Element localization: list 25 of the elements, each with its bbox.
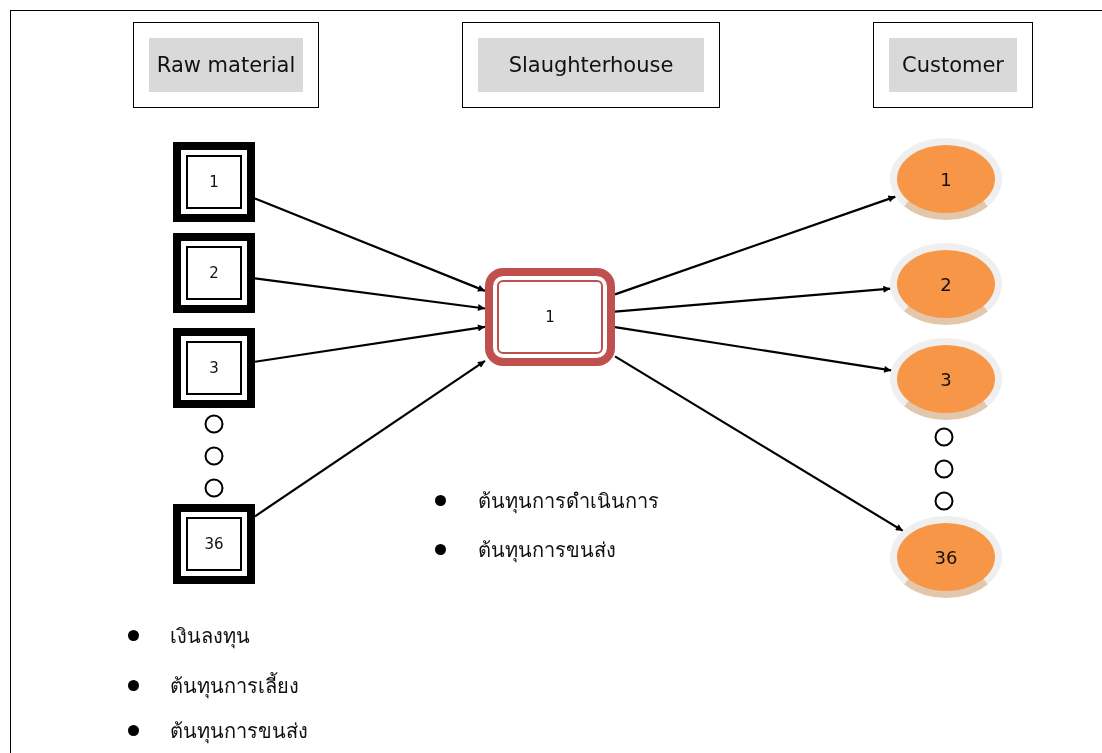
farm-box: 1 [173, 142, 255, 222]
arrow [254, 277, 486, 312]
header-box: Slaughterhouse [462, 22, 720, 108]
customer-circle: 36 [890, 516, 1002, 598]
farm-box: 36 [173, 504, 255, 584]
farm-box: 2 [173, 233, 255, 313]
farm-box: 3 [173, 328, 255, 408]
arrow [614, 195, 896, 296]
customer-circle: 3 [890, 338, 1002, 420]
list-item-text: ต้นทุนการขนส่ง [170, 718, 308, 746]
header-box: Raw material [133, 22, 319, 108]
arrow [254, 197, 486, 292]
list-item-text: ต้นทุนการเลี้ยง [170, 671, 299, 701]
arrow [614, 355, 904, 532]
list-item-text: ต้นทุนการดำเนินการ [478, 488, 659, 516]
arrow [254, 324, 486, 363]
customer-circle: 2 [890, 243, 1002, 325]
header-box: Customer [873, 22, 1033, 108]
list-item-text: ต้นทุนการขนส่ง [478, 537, 616, 565]
list-item-text: เงินลงทุน [170, 623, 250, 651]
arrow [614, 326, 892, 373]
customer-circle: 1 [890, 138, 1002, 220]
slaughterhouse-box: 1 [485, 268, 615, 366]
arrow [614, 285, 891, 313]
arrow [254, 360, 486, 518]
